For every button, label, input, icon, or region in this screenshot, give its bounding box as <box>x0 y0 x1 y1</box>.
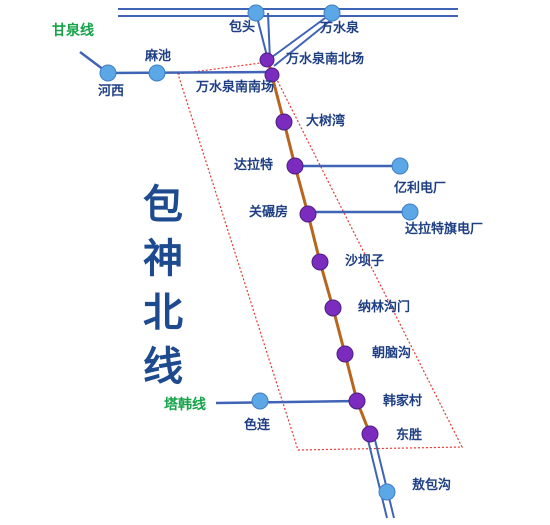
station-selian <box>251 392 269 410</box>
station-machi <box>148 64 166 82</box>
title-char: 包 <box>143 182 183 228</box>
line-title: 包 神 北 线 <box>133 178 193 394</box>
station-dalateqi-power <box>401 203 419 221</box>
ganquan-line-label: 甘泉线 <box>52 23 94 39</box>
station-shabazi <box>311 253 329 271</box>
southern-double-track <box>367 439 395 519</box>
station-baotou <box>247 4 265 22</box>
label-wanshuiquan: 万水泉 <box>320 21 360 36</box>
station-aobaogou <box>378 483 396 501</box>
label-machi: 麻池 <box>145 49 172 64</box>
baoshen-main-line <box>266 59 372 435</box>
label-wanshuiquan-nannanchang: 万水泉南南场 <box>196 80 275 95</box>
station-wanshuiquan <box>323 4 341 22</box>
station-guannianfang <box>299 205 317 223</box>
tahan-line <box>215 399 358 405</box>
label-shabazi: 沙坝子 <box>345 254 385 269</box>
station-yili-power <box>391 157 409 175</box>
label-dalate: 达拉特 <box>234 158 274 173</box>
station-wanshuiquan-nanbeichang <box>259 52 275 68</box>
label-yili-power: 亿利电厂 <box>394 181 447 196</box>
label-wanshuiquan-nanbeichang: 万水泉南北场 <box>286 52 365 67</box>
other-stations <box>99 4 419 501</box>
label-selian: 色连 <box>244 418 271 433</box>
station-dalate <box>286 157 304 175</box>
tahan-line-label: 塔韩线 <box>164 397 206 413</box>
label-aobaogou: 敖包沟 <box>412 478 452 493</box>
station-dashuwan <box>275 113 293 131</box>
main-line-stations <box>259 52 379 443</box>
label-hanjiacun: 韩家村 <box>383 394 423 409</box>
label-baotou: 包头 <box>229 20 256 35</box>
label-dongsheng: 东胜 <box>396 428 423 443</box>
label-dashuwan: 大树湾 <box>306 114 346 129</box>
line-region-boundary <box>177 61 463 451</box>
label-chaonaogou: 朝脑沟 <box>372 346 412 361</box>
station-chaonaogou <box>336 345 354 363</box>
station-nalingoumen <box>324 299 342 317</box>
station-hanjiacun <box>348 392 366 410</box>
label-nalingoumen: 纳林沟门 <box>358 300 411 315</box>
label-dalateqi-power: 达拉特旗电厂 <box>405 222 484 237</box>
label-hexi: 河西 <box>98 84 125 99</box>
station-hexi <box>99 64 117 82</box>
title-char: 线 <box>143 344 183 390</box>
title-char: 北 <box>143 290 183 336</box>
top-double-track <box>118 8 458 17</box>
label-guannianfang: 关碾房 <box>249 205 289 220</box>
station-dongsheng <box>361 425 379 443</box>
station-wanshuiquan-nannanchang <box>264 67 280 83</box>
title-char: 神 <box>143 236 183 282</box>
